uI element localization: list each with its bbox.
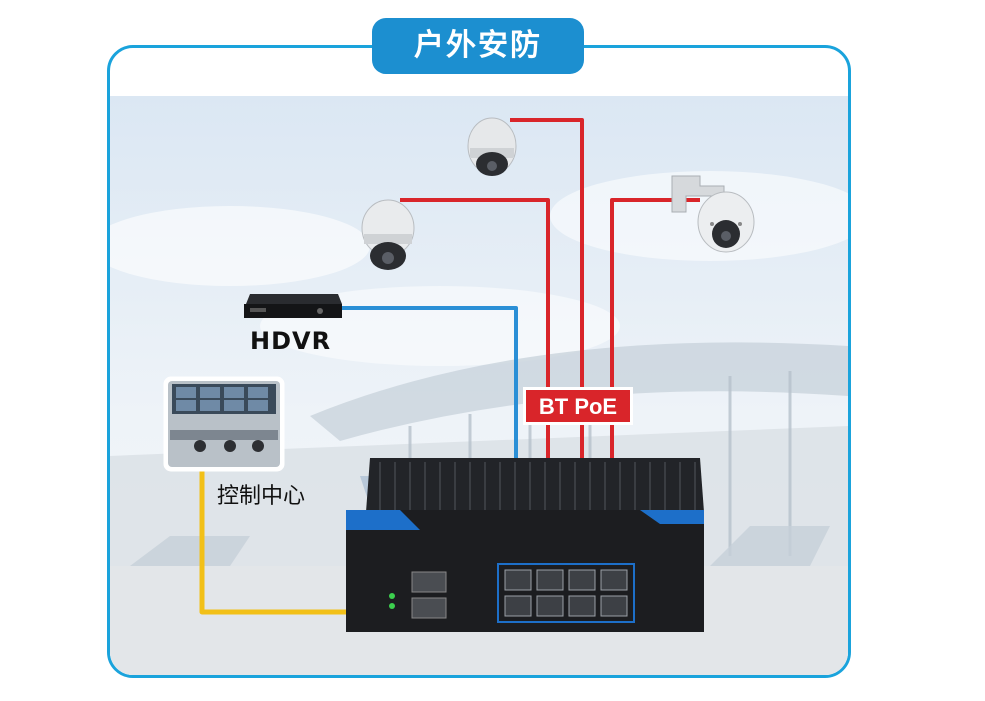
control-center-label: 控制中心 [217,484,306,509]
bt-poe-badge: BT PoE [523,387,633,425]
wall-mount-ptz-camera-icon [671,175,755,253]
page-title: 户外安防 [372,18,584,74]
dome-camera-icon [467,117,517,176]
hdvr-label: HDVR [250,327,332,355]
poe-line-top-dome [510,118,584,578]
poe-line-ptz-wall [610,198,700,578]
poe-line-speed-dome [400,198,550,578]
speed-dome-camera-icon [361,199,415,270]
